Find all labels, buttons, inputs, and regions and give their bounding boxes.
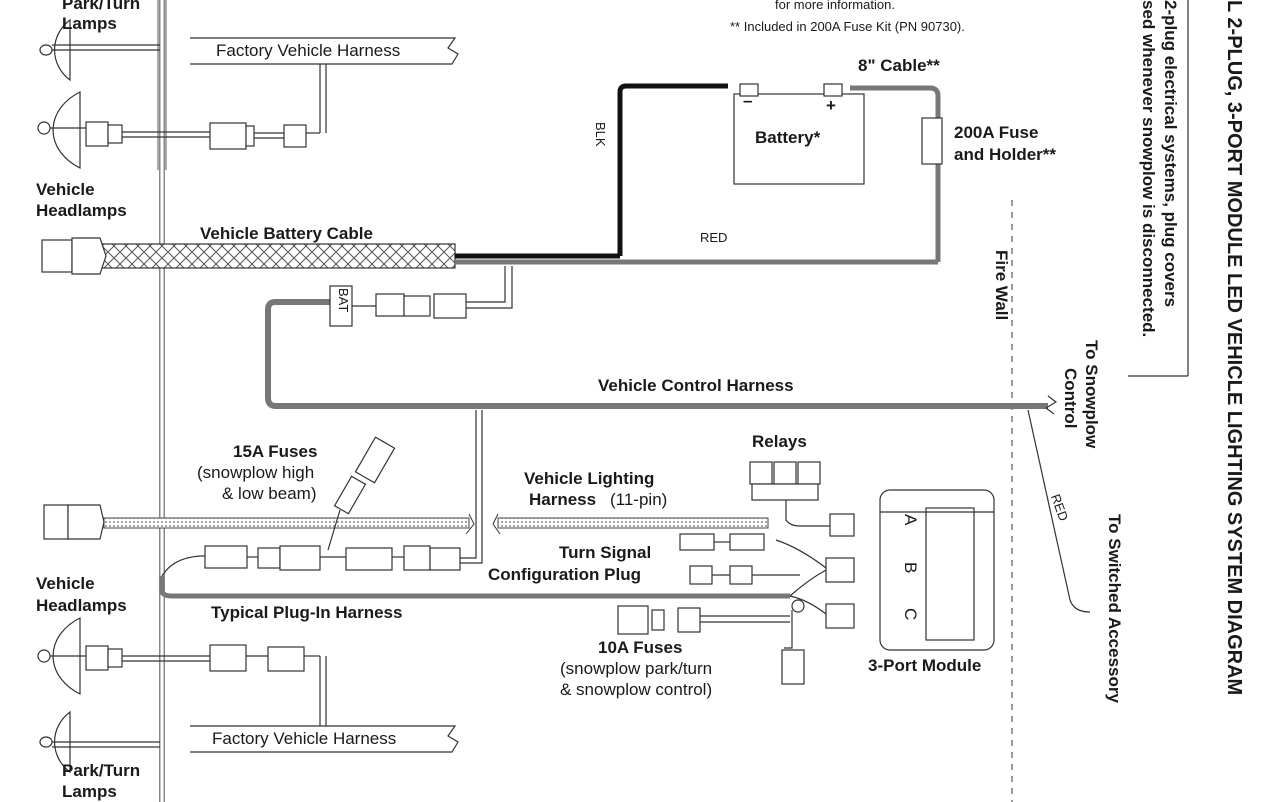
to-snowplow-control-label-2: Control xyxy=(1061,368,1080,429)
diagram-title: L 2-PLUG, 3-PORT MODULE LED VEHICLE LIGH… xyxy=(1223,0,1245,696)
bat-label: BAT xyxy=(336,288,351,313)
to-switched-accessory-label: To Switched Accessory xyxy=(1105,514,1124,703)
three-port-module-label: 3-Port Module xyxy=(868,656,982,675)
headlamp-top xyxy=(37,64,327,169)
fuses-10a xyxy=(617,605,790,635)
factory-harness-bottom xyxy=(190,725,459,753)
typical-plugin-harness-label: Typical Plug-In Harness xyxy=(211,603,403,622)
battery-plus-label: + xyxy=(826,96,836,115)
park-turn-bottom-label-2: Lamps xyxy=(62,782,117,801)
vehicle-control-harness-label: Vehicle Control Harness xyxy=(598,376,794,395)
factory-harness-bottom-label: Factory Vehicle Harness xyxy=(212,729,397,748)
vehicle-headlamps-bottom-label-1: Vehicle xyxy=(36,574,95,593)
red-wire-accessory xyxy=(1027,409,1091,613)
factory-harness-top xyxy=(190,37,459,65)
relays-label: Relays xyxy=(752,432,807,451)
blk-label: BLK xyxy=(593,122,608,147)
park-turn-lamp-top xyxy=(39,18,160,82)
fuses-15a xyxy=(327,436,396,551)
red-top-label: RED xyxy=(700,230,728,245)
park-turn-lamp-bottom xyxy=(39,710,160,774)
port-b-label: B xyxy=(901,562,920,574)
vehicle-lighting-harness-label-2: Harness xyxy=(529,490,597,509)
fuse-200a-label-1: 200A Fuse xyxy=(954,123,1039,142)
turn-signal-label-2: Configuration Plug xyxy=(488,565,641,584)
cable-8-label: 8" Cable** xyxy=(858,56,940,75)
fuses-10a-label-1: 10A Fuses xyxy=(598,638,683,657)
factory-harness-top-label: Factory Vehicle Harness xyxy=(216,41,401,60)
port-a-label: A xyxy=(901,514,920,526)
headlamp-bottom xyxy=(37,617,327,726)
battery xyxy=(733,83,943,185)
side-note-line1: 2-plug electrical systems, plug covers xyxy=(1161,0,1180,308)
trunk-harness xyxy=(157,0,167,802)
battery-label: Battery* xyxy=(755,128,821,147)
typical-plugin-harness xyxy=(159,576,790,599)
park-turn-bottom-label-1: Park/Turn xyxy=(62,761,141,780)
vehicle-headlamps-bottom-label-2: Headlamps xyxy=(36,596,127,615)
port-c-label: C xyxy=(901,608,920,621)
fire-wall-label: Fire Wall xyxy=(992,250,1011,321)
battery-minus-label: – xyxy=(743,91,753,110)
turn-signal-label-1: Turn Signal xyxy=(559,543,652,562)
park-turn-top-label-1: Park/Turn xyxy=(62,0,141,13)
vehicle-lighting-harness xyxy=(43,504,769,540)
vehicle-lighting-harness-label-1: Vehicle Lighting xyxy=(524,469,655,488)
park-turn-top-label-2: Lamps xyxy=(62,14,117,33)
fuses-15a-label-3: & low beam) xyxy=(222,484,317,503)
note-more-info: for more information. xyxy=(775,0,895,12)
vehicle-lighting-harness-label-3: (11-pin) xyxy=(610,490,668,509)
side-note-line2: sed whenever snowplow is disconnected. xyxy=(1139,0,1158,338)
fuses-10a-label-2: (snowplow park/turn xyxy=(560,659,713,678)
note-fuse-kit: ** Included in 200A Fuse Kit (PN 90730). xyxy=(730,19,965,34)
fuses-15a-label-2: (snowplow high xyxy=(197,463,315,482)
to-snowplow-control-label-1: To Snowplow xyxy=(1082,340,1101,449)
vehicle-control-harness xyxy=(265,266,1058,415)
fuse-200a-label-2: and Holder** xyxy=(954,145,1057,164)
vehicle-headlamps-top-label-1: Vehicle xyxy=(36,180,95,199)
vehicle-battery-cable-label: Vehicle Battery Cable xyxy=(200,224,373,243)
fuses-10a-label-3: & snowplow control) xyxy=(560,680,713,699)
module-connectors xyxy=(775,539,855,685)
turn-signal-plug xyxy=(679,533,800,585)
battery-cable xyxy=(41,83,941,275)
relays xyxy=(749,461,855,537)
vehicle-headlamps-top-label-2: Headlamps xyxy=(36,201,127,220)
plugin-harness-connectors xyxy=(159,410,483,581)
fuses-15a-label-1: 15A Fuses xyxy=(233,442,318,461)
three-port-module xyxy=(879,489,995,651)
